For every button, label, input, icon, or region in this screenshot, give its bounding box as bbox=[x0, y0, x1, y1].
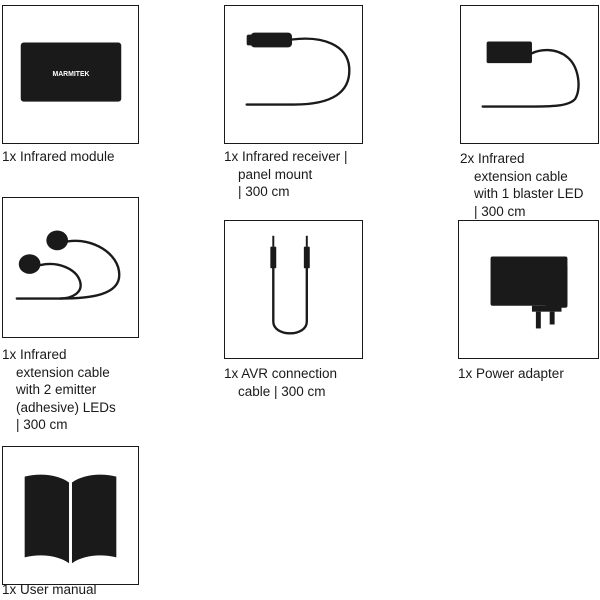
caption-user-manual: 1x User manual bbox=[2, 581, 97, 599]
caption-line: | 300 cm bbox=[238, 184, 290, 199]
caption-line: (adhesive) LEDs bbox=[16, 399, 116, 415]
avr-cable-icon bbox=[270, 235, 310, 335]
caption-line: with 2 emitter bbox=[16, 382, 97, 397]
user-manual-box bbox=[2, 446, 139, 585]
marmitek-logo: MARMITEK bbox=[52, 71, 89, 78]
caption-infrared-receiver: 1x Infrared receiver | panel mount | 300… bbox=[224, 148, 348, 201]
infrared-module-box: MARMITEK bbox=[2, 5, 139, 144]
extension-cable-blaster-box bbox=[460, 5, 599, 144]
avr-cable-box bbox=[224, 220, 363, 359]
caption-infrared-module: 1x Infrared module bbox=[2, 148, 115, 166]
caption-line: with 1 blaster LED bbox=[474, 186, 584, 201]
caption-line: 1x Infrared module bbox=[2, 149, 115, 164]
infrared-module-icon: MARMITEK bbox=[20, 42, 122, 102]
caption-line: extension cable bbox=[16, 364, 110, 380]
power-adapter-icon bbox=[490, 256, 568, 329]
caption-avr-cable: 1x AVR connection cable | 300 cm bbox=[224, 365, 337, 400]
caption-line: | 300 cm bbox=[474, 203, 526, 219]
caption-line: 1x Infrared bbox=[2, 347, 67, 362]
caption-line: 1x AVR connection bbox=[224, 366, 338, 381]
caption-power-adapter: 1x Power adapter bbox=[458, 365, 564, 383]
infrared-receiver-icon bbox=[245, 32, 351, 106]
infrared-receiver-box bbox=[224, 5, 363, 144]
caption-line: 1x User manual bbox=[2, 582, 97, 597]
open-book-icon bbox=[24, 474, 117, 564]
caption-line: cable | 300 cm bbox=[238, 383, 326, 399]
caption-extension-cable-emitters: 1x Infrared extension cable with 2 emitt… bbox=[2, 346, 116, 434]
emitter-leds-cable-icon bbox=[15, 230, 121, 300]
caption-line: | 300 cm bbox=[16, 417, 68, 432]
caption-line: extension cable bbox=[474, 168, 568, 184]
power-adapter-box bbox=[458, 220, 599, 359]
extension-cable-emitters-box bbox=[2, 197, 139, 338]
caption-line: 1x Infrared receiver | bbox=[224, 149, 348, 164]
caption-line: 1x Power adapter bbox=[458, 366, 564, 381]
caption-extension-cable-blaster: 2x Infrared extension cable with 1 blast… bbox=[460, 150, 584, 220]
caption-line: panel mount bbox=[238, 166, 313, 182]
blaster-led-cable-icon bbox=[481, 41, 580, 108]
caption-line: 2x Infrared bbox=[460, 151, 525, 166]
